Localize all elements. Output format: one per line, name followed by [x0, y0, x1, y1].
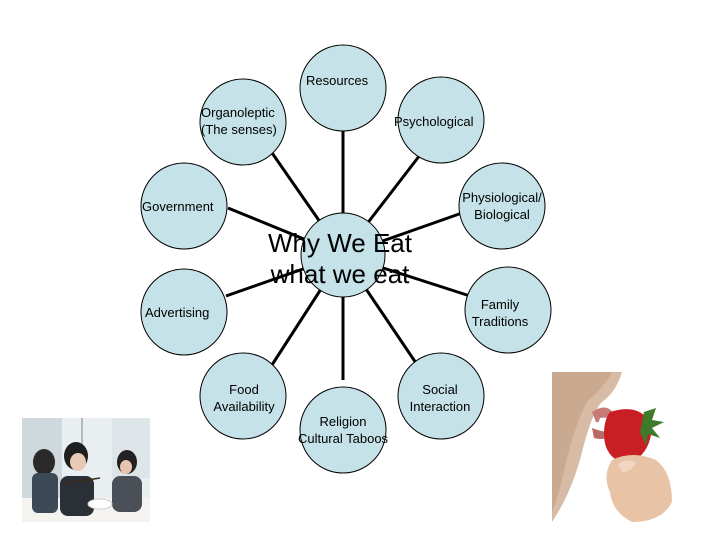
label-government: Government [142, 198, 214, 215]
label-social-line2: Interaction [400, 398, 480, 415]
label-family: Family Traditions [462, 296, 538, 330]
label-organoleptic-line1: Organoleptic [201, 104, 277, 121]
label-food-line1: Food [203, 381, 285, 398]
center-title: Why We Eat what we eat [230, 228, 450, 290]
photo-people-eating [22, 418, 150, 522]
people-eating-illustration [22, 418, 150, 522]
label-religion-line1: Religion [287, 413, 399, 430]
label-resources: Resources [306, 72, 368, 89]
strawberry-illustration [552, 372, 706, 522]
label-religion-line2: Cultural Taboos [287, 430, 399, 447]
label-family-line2: Traditions [462, 313, 538, 330]
center-title-line2: what we eat [230, 259, 450, 290]
label-food-line2: Availability [203, 398, 285, 415]
label-physiological-line2: Biological [455, 206, 549, 223]
center-title-line1: Why We Eat [230, 228, 450, 259]
label-family-line1: Family [462, 296, 538, 313]
label-social: Social Interaction [400, 381, 480, 415]
label-psychological: Psychological [394, 113, 474, 130]
label-social-line1: Social [400, 381, 480, 398]
label-food: Food Availability [203, 381, 285, 415]
label-organoleptic: Organoleptic (The senses) [201, 104, 277, 138]
label-physiological: Physiological/ Biological [455, 189, 549, 223]
label-advertising: Advertising [145, 304, 209, 321]
label-organoleptic-line2: (The senses) [201, 121, 277, 138]
photo-strawberry [552, 372, 706, 522]
label-religion: Religion Cultural Taboos [287, 413, 399, 447]
label-physiological-line1: Physiological/ [455, 189, 549, 206]
